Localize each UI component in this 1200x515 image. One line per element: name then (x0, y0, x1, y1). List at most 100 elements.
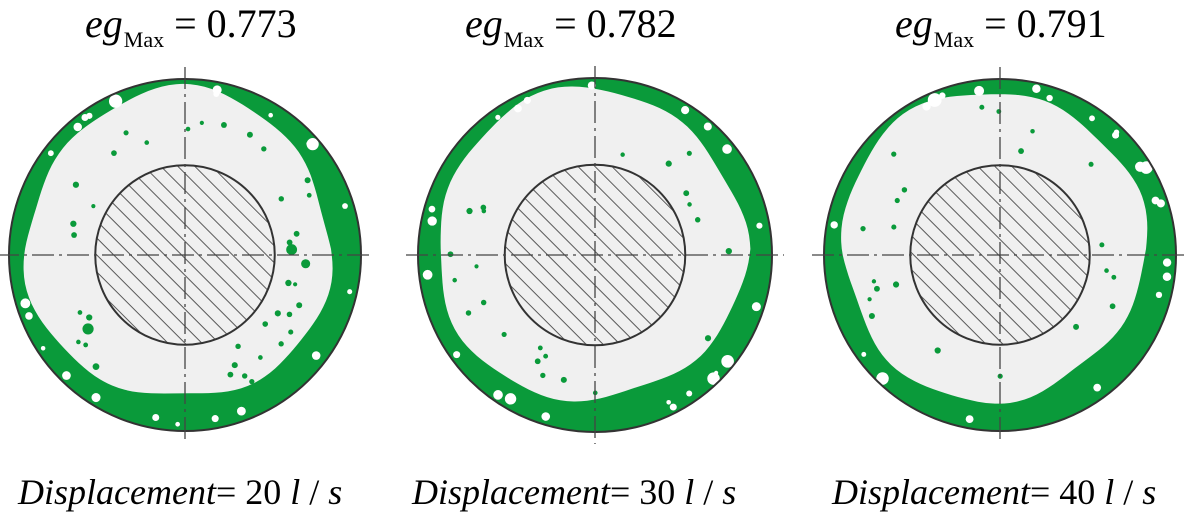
gas-bubble (927, 93, 942, 107)
liquid-droplet (1099, 242, 1105, 248)
unit-l: l (684, 472, 695, 512)
liquid-droplet (70, 220, 77, 227)
liquid-droplet (683, 190, 690, 197)
liquid-droplet (199, 120, 204, 125)
gas-bubble (495, 114, 501, 120)
gas-bubble (152, 414, 160, 422)
gas-bubble (974, 85, 985, 96)
gas-bubble (25, 312, 33, 320)
unit-l: l (290, 472, 301, 512)
liquid-droplet (76, 339, 81, 345)
unit-s: s (328, 472, 343, 512)
liquid-droplet (1018, 148, 1024, 155)
liquid-droplet (111, 150, 117, 156)
liquid-droplet (92, 363, 100, 371)
gas-bubble (86, 112, 93, 119)
eg-subscript: Max (123, 27, 165, 52)
displacement-label-1: Displacement= 20 l / s (18, 470, 342, 514)
panel-1: egMax= 0.773 Displacement= 20 l / s (0, 0, 400, 515)
liquid-droplet (83, 342, 89, 348)
gas-bubble (1046, 94, 1053, 102)
liquid-droplet (560, 376, 567, 383)
gas-bubble (40, 346, 46, 351)
gas-bubble (666, 399, 671, 405)
gas-bubble (422, 269, 433, 280)
unit-l: l (1104, 472, 1115, 512)
liquid-droplet (82, 323, 94, 335)
gas-bubble (1032, 84, 1041, 93)
gas-bubble (1155, 291, 1163, 299)
eg-symbol: eg (895, 1, 933, 46)
eg-symbol: eg (465, 1, 503, 46)
eg-max-label-2: egMax = 0.782 (465, 1, 677, 53)
liquid-droplet (725, 248, 732, 255)
liquid-droplet (868, 312, 875, 320)
unit-s: s (1142, 472, 1157, 512)
annulus-cross-section-3 (812, 67, 1188, 443)
gas-bubble (830, 221, 838, 229)
displacement-word: Displacement (832, 472, 1030, 512)
liquid-droplet (261, 146, 267, 152)
liquid-droplet (286, 239, 293, 246)
gas-bubble (268, 112, 273, 118)
liquid-droplet (301, 259, 311, 269)
liquid-droplet (235, 343, 241, 350)
displacement-label-3: Displacement= 40 l / s (832, 470, 1156, 514)
liquid-droplet (892, 281, 900, 288)
liquid-droplet (480, 299, 487, 306)
liquid-droplet (286, 311, 293, 318)
liquid-droplet (686, 150, 692, 156)
gas-bubble (73, 122, 82, 132)
gas-bubble (541, 412, 551, 421)
liquid-droplet (258, 355, 263, 360)
displacement-word: Displacement (18, 472, 216, 512)
liquid-droplet (979, 104, 985, 110)
liquid-droplet (72, 181, 80, 188)
liquid-droplet (665, 160, 672, 167)
gas-bubble (20, 298, 31, 309)
unit-separator: / (694, 472, 723, 512)
gas-bubble (587, 81, 596, 90)
liquid-droplet (227, 371, 234, 378)
gas-bubble (1093, 383, 1102, 392)
unit-s: s (722, 472, 737, 512)
gas-bubble (453, 351, 461, 359)
gas-bubble (342, 203, 348, 209)
eg-subscript: Max (503, 27, 545, 52)
unit-separator: / (1114, 472, 1143, 512)
liquid-droplet (537, 345, 543, 351)
liquid-droplet (1104, 268, 1109, 273)
liquid-droplet (894, 197, 900, 204)
gas-bubble (707, 372, 720, 385)
liquid-droplet (288, 329, 294, 335)
liquid-droplet (620, 152, 625, 157)
displacement-label-2: Displacement= 30 l / s (412, 470, 736, 514)
gas-bubble (504, 393, 517, 405)
liquid-droplet (127, 391, 133, 398)
eg-value: = 0.782 (554, 1, 677, 46)
liquid-droplet (540, 372, 546, 379)
eg-max-label-1: egMax= 0.773 (85, 2, 297, 53)
gas-bubble (493, 390, 503, 400)
liquid-droplet (231, 362, 238, 369)
liquid-droplet (246, 131, 253, 138)
gas-bubble (211, 415, 219, 423)
liquid-droplet (77, 310, 83, 315)
liquid-droplet (891, 224, 897, 230)
liquid-droplet (71, 232, 77, 238)
liquid-droplet (274, 310, 281, 317)
liquid-droplet (901, 187, 908, 193)
liquid-droplet (262, 321, 269, 327)
gas-bubble (965, 415, 974, 424)
gas-bubble (427, 216, 437, 226)
eg-max-label-3: egMax= 0.791 (895, 1, 1107, 53)
liquid-droplet (285, 279, 292, 287)
liquid-droplet (867, 297, 872, 302)
liquid-droplet (293, 282, 298, 287)
gas-bubble (347, 289, 353, 295)
displacement-value: = 20 (215, 472, 282, 512)
liquid-droplet (480, 204, 487, 211)
liquid-droplet (220, 122, 227, 128)
liquid-droplet (91, 204, 96, 209)
liquid-droplet (726, 322, 733, 328)
